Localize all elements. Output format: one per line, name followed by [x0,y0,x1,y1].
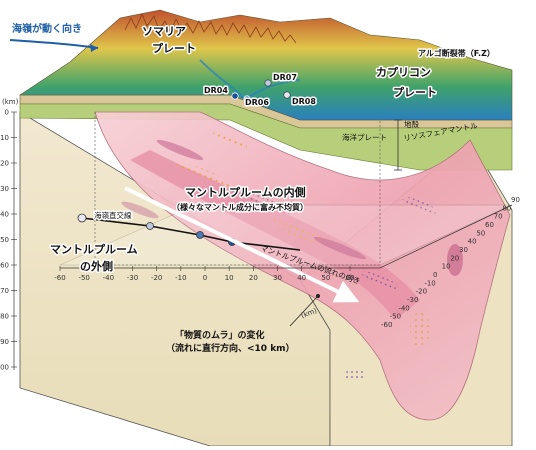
right-tick-label: 10 [442,263,451,271]
heterogeneity-line2: （流れに直行方向、<10 km） [166,342,295,354]
surface-samples [231,79,291,103]
right-tick-label: 50 [476,229,485,237]
right-tick-label: 0 [433,271,437,279]
somali-plate-line1: ソマリア [142,25,186,38]
x-tick-label: 40 [297,274,306,282]
terrain-top [19,9,513,121]
depth-tick-label: 0 [5,109,9,117]
oceanic-plate-bracket [394,119,402,171]
right-tick-label: 80 [502,204,511,212]
terrain-peaks [124,12,297,44]
right-tick-label: 70 [494,213,503,221]
plume-outside-line2: の外側 [80,259,113,273]
x-tick-label: -20 [151,274,162,282]
depth-tick-label: 90 [0,338,9,346]
plume-outside-line1: マントルプルーム [50,242,138,256]
fracture-zone-label: アルゴ断裂帯（F.Z） [418,48,495,58]
oceanic-plate-label: 海洋プレート [342,132,387,142]
depth-tick-label: 50 [0,236,9,244]
plume-inside-title: マントルプルームの内側 [185,185,306,199]
right-tick-label: -20 [416,288,427,296]
crust-label: 地殻 [404,119,419,129]
depth-tick-label: 40 [0,211,9,219]
depth-tick-label: 30 [0,185,9,193]
depth-tick-labels: 0 10 20 30 40 50 60 70 80 90 100 [0,109,17,372]
x-tick-label: -10 [175,274,186,282]
x-tick-label: -50 [78,274,89,282]
vertical-plane [94,112,381,266]
capricorn-plate-line1: カプリコン [376,65,431,79]
heterogeneity-callout-line [289,294,320,327]
x-tick-label: -60 [54,274,65,282]
plume-core-band [130,150,420,320]
x-tick-label: 30 [273,274,282,282]
x-tick-label: 10 [225,274,234,282]
sample-point [196,231,204,239]
plume-inside-subtitle: （様々なマントル成分に富み不均質） [172,202,308,212]
sample-point [77,213,87,223]
heterogeneity-line1: 「物質のムラ」の変化 [175,329,265,341]
x-tick-label: -40 [103,274,114,282]
x-tick-label: 20 [249,274,258,282]
depth-tick-label: 100 [0,364,9,372]
ridge-motion-label: 海嶺が動く向き [12,22,82,35]
right-tick-label: 60 [485,221,494,229]
right-tick-label: 30 [459,246,468,254]
right-tick-label: -60 [381,321,392,329]
depth-unit-label: (km) [2,98,19,106]
depth-tick-label: 20 [0,160,9,168]
x-tick-label: 50 [321,274,330,282]
depth-tick-label: 80 [0,313,9,321]
ridge-motion-arrow [9,39,99,52]
x-tick-label: 0 [203,274,207,282]
capricorn-plate-line2: プレート [393,85,437,99]
right-tick-label: 20 [450,254,459,262]
sample-dr08: DR08 [292,97,316,106]
plume-flow-arrow [124,186,360,303]
sample-dr06: DR06 [245,98,269,107]
sample-dr07: DR07 [273,73,297,82]
sample-dr04: DR04 [204,86,228,95]
x-tick-label: 60 [346,274,355,282]
right-tick-label: -40 [398,304,409,312]
depth-tick-label: 70 [0,287,9,295]
right-axis [379,204,513,269]
ridge-axis-line-label: 海嶺直交線 [94,210,132,220]
right-tick-label: 90 [511,196,520,204]
depth-tick-label: 60 [0,262,9,270]
heterogeneity-blobs [121,132,463,380]
right-tick-label: 40 [468,238,477,246]
right-tick-label: -50 [390,313,401,321]
x-tick-labels: -60 -50 -40 -30 -20 -10 0 10 20 30 40 50 60 [54,266,354,282]
depth-tick-label: 10 [0,134,9,142]
x-tick-label: -30 [127,274,138,282]
right-tick-label: -30 [407,296,418,304]
somali-plate-line2: プレート [152,41,196,55]
right-tick-label: -10 [424,279,435,287]
sample-point [146,222,154,230]
